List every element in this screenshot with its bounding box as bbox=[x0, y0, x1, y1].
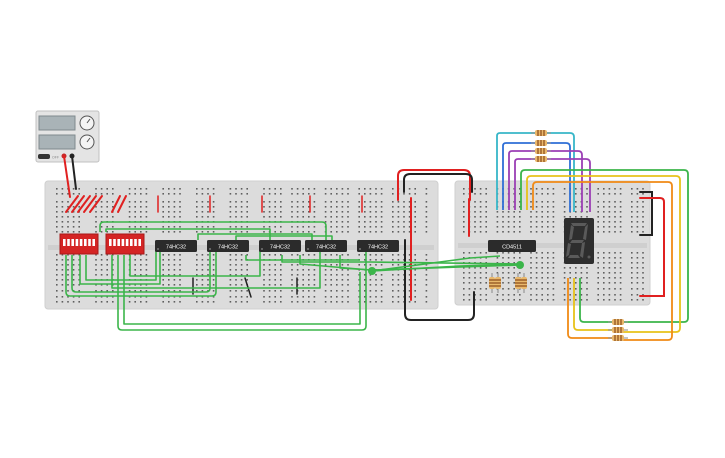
decoder-chip[interactable]: CD4511 bbox=[488, 240, 536, 252]
dip-toggle[interactable] bbox=[71, 239, 74, 246]
logic-chip-label: 74HC32 bbox=[368, 245, 388, 251]
dip-toggle[interactable] bbox=[88, 239, 91, 246]
seven-segment-display[interactable] bbox=[564, 218, 594, 264]
logic-chip-label: 74HC32 bbox=[316, 245, 336, 251]
breadboard-right[interactable] bbox=[454, 180, 651, 306]
resistor[interactable] bbox=[515, 273, 521, 293]
display-segments bbox=[566, 223, 588, 258]
power-switch[interactable] bbox=[38, 154, 50, 159]
logic-chip-1[interactable]: 74HC32 bbox=[155, 240, 197, 252]
logic-chip-label: 74HC32 bbox=[218, 245, 238, 251]
wire-display-ground[interactable] bbox=[639, 191, 653, 236]
dip-toggle[interactable] bbox=[63, 239, 66, 246]
signal-wires[interactable] bbox=[65, 221, 521, 331]
wire-bridge-ground-bottom[interactable] bbox=[404, 239, 475, 321]
resistor[interactable] bbox=[531, 130, 551, 136]
resistor[interactable] bbox=[495, 273, 501, 293]
resistor[interactable] bbox=[531, 140, 551, 146]
resistor[interactable] bbox=[608, 335, 628, 341]
resistor[interactable] bbox=[489, 273, 495, 293]
logic-chip-5[interactable]: 74HC32 bbox=[357, 240, 399, 252]
wire-display-pin-d[interactable] bbox=[573, 278, 612, 331]
logic-chip-4[interactable]: 74HC32 bbox=[305, 240, 347, 252]
wire-display-pin-c[interactable] bbox=[579, 278, 612, 323]
wire-junction-left[interactable] bbox=[368, 267, 376, 275]
wire-power-negative[interactable] bbox=[71, 155, 77, 190]
dip-toggle[interactable] bbox=[79, 239, 83, 246]
power-off-label: OFF bbox=[52, 156, 59, 160]
dip-switch-1[interactable] bbox=[59, 233, 99, 255]
wire-segment-g[interactable] bbox=[532, 181, 673, 341]
wire-segment-e[interactable] bbox=[520, 169, 689, 323]
wire-right-rail-vcc[interactable] bbox=[639, 197, 665, 297]
chip-vcc-wires[interactable] bbox=[157, 195, 363, 213]
dip-toggle[interactable] bbox=[67, 239, 70, 246]
hole-grid-right bbox=[463, 188, 644, 301]
decoder-chip-label: CD4511 bbox=[502, 245, 522, 251]
resistor[interactable] bbox=[531, 148, 551, 154]
logic-chip-2[interactable]: 74HC32 bbox=[207, 240, 249, 252]
dip-toggle[interactable] bbox=[75, 239, 79, 246]
resistor[interactable] bbox=[531, 156, 551, 162]
wire-segment-d[interactable] bbox=[514, 158, 591, 212]
resistor[interactable] bbox=[521, 273, 527, 293]
wire-bridge-ground-top[interactable] bbox=[403, 173, 473, 193]
dip-toggle[interactable] bbox=[84, 239, 87, 246]
wire-segment-f[interactable] bbox=[526, 175, 681, 333]
dip-switch-2[interactable] bbox=[105, 233, 145, 255]
current-display bbox=[38, 134, 76, 150]
dip-toggle[interactable] bbox=[121, 239, 125, 246]
resistor[interactable] bbox=[608, 319, 628, 325]
dip-toggle[interactable] bbox=[109, 239, 112, 246]
logic-chip-label: 74HC32 bbox=[166, 245, 186, 251]
dip-toggle[interactable] bbox=[125, 239, 129, 246]
wire-power-positive[interactable] bbox=[63, 155, 71, 198]
dip-toggle[interactable] bbox=[134, 239, 137, 246]
voltage-display bbox=[38, 115, 76, 131]
wire-display-pin-e[interactable] bbox=[567, 278, 612, 339]
resistor[interactable] bbox=[608, 327, 628, 333]
dip-toggle[interactable] bbox=[117, 239, 120, 246]
dip-toggle[interactable] bbox=[92, 239, 95, 246]
wire-junction-right[interactable] bbox=[516, 261, 524, 269]
wire-bridge-positive[interactable] bbox=[397, 169, 471, 201]
logic-chip-label: 74HC32 bbox=[270, 245, 290, 251]
dip-toggle[interactable] bbox=[138, 239, 141, 246]
dip-toggle[interactable] bbox=[130, 239, 133, 246]
switch-pullup-wires[interactable] bbox=[65, 195, 127, 213]
dip-toggle[interactable] bbox=[113, 239, 116, 246]
power-supply[interactable]: OFF bbox=[35, 110, 100, 163]
logic-chip-3[interactable]: 74HC32 bbox=[259, 240, 301, 252]
decimal-point-icon bbox=[587, 255, 591, 259]
